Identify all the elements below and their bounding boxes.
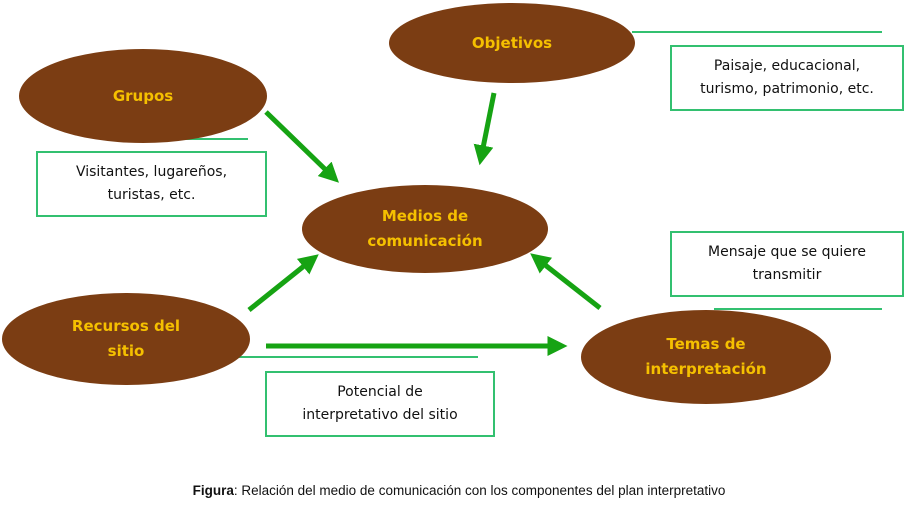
node-objetivos-label: Objetivos bbox=[471, 33, 553, 52]
caption-text: : Relación del medio de comunicación con… bbox=[233, 483, 726, 498]
caption-label: Figura bbox=[192, 483, 234, 498]
connector-line-objetivos bbox=[632, 31, 882, 33]
node-grupos: Grupos bbox=[19, 49, 267, 143]
box-temas-text: Mensaje que se quiere transmitir bbox=[708, 244, 866, 283]
node-recursos-label: Recursos del sitio bbox=[71, 317, 181, 360]
arrow-grupos-to-medios bbox=[264, 110, 339, 183]
box-recursos: Potencial de interpretativo del sitio bbox=[265, 371, 495, 437]
node-grupos-label: Grupos bbox=[112, 86, 174, 105]
connector-line-temas bbox=[714, 308, 882, 310]
node-recursos: Recursos del sitio bbox=[2, 293, 250, 385]
connector-line-grupos bbox=[160, 138, 248, 140]
box-objetivos-text: Paisaje, educacional, turismo, patrimoni… bbox=[700, 58, 874, 97]
box-objetivos: Paisaje, educacional, turismo, patrimoni… bbox=[670, 45, 904, 111]
node-medios-label: Medios de comunicación bbox=[367, 207, 483, 250]
box-grupos: Visitantes, lugareños, turistas, etc. bbox=[36, 151, 267, 217]
box-temas: Mensaje que se quiere transmitir bbox=[670, 231, 904, 297]
node-temas-label: Temas de interpretación bbox=[645, 335, 767, 378]
arrow-objetivos-to-medios bbox=[473, 92, 497, 166]
box-recursos-text: Potencial de interpretativo del sitio bbox=[302, 384, 458, 423]
figure-caption: Figura: Relación del medio de comunicaci… bbox=[0, 483, 918, 498]
connector-line-recursos bbox=[232, 356, 478, 358]
node-objetivos: Objetivos bbox=[389, 3, 635, 83]
arrow-recursos-to-medios bbox=[247, 254, 319, 312]
node-medios: Medios de comunicación bbox=[302, 185, 548, 273]
box-grupos-text: Visitantes, lugareños, turistas, etc. bbox=[75, 164, 228, 203]
node-temas: Temas de interpretación bbox=[581, 310, 831, 404]
arrow-temas-to-medios bbox=[530, 253, 602, 310]
